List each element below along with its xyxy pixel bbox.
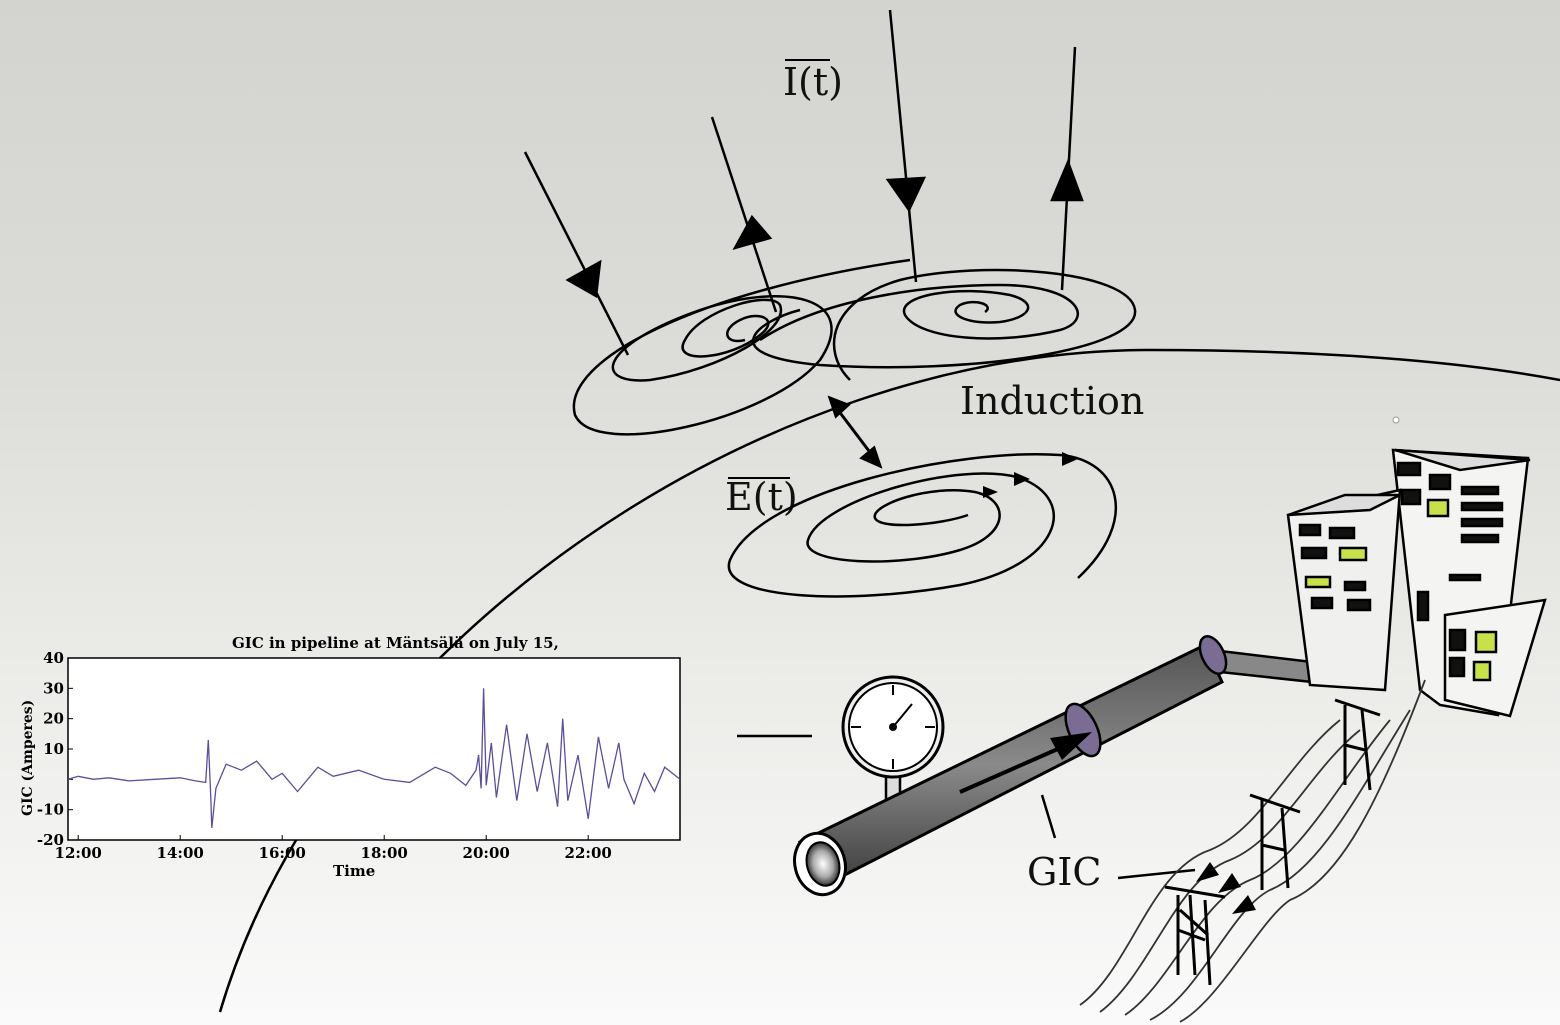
tower-far xyxy=(1334,698,1381,791)
current-spirals xyxy=(572,258,1137,436)
field-lines xyxy=(523,9,1084,356)
right-spiral xyxy=(752,268,1137,381)
x-tick-label: 16:00 xyxy=(259,844,306,862)
y-tick-label: 10 xyxy=(43,740,64,758)
left-spiral xyxy=(572,258,911,436)
x-tick-label: 12:00 xyxy=(55,844,102,862)
y-axis-label: GIC (Amperes) xyxy=(20,700,36,816)
induction-label: Induction xyxy=(960,379,1144,423)
power-lines xyxy=(1079,679,1426,1023)
buildings xyxy=(1286,448,1547,718)
y-tick-label: -10 xyxy=(37,801,64,819)
tower-middle xyxy=(1249,793,1301,890)
plot-area xyxy=(67,657,681,841)
e-field-arrows xyxy=(983,452,1078,498)
gic-flow-arrow xyxy=(959,746,1061,794)
x-tick-label: 14:00 xyxy=(157,844,204,862)
tower-near xyxy=(1164,885,1226,986)
x-ticks: 12:00 14:00 16:00 18:00 20:00 22:00 xyxy=(55,835,612,862)
induction-arrow xyxy=(827,395,883,469)
y-ticks: 40 30 20 10 -10 -20 xyxy=(37,649,73,849)
field-arrow-up-2 xyxy=(1050,158,1084,202)
pipeline xyxy=(793,635,1314,897)
pipe-coupling xyxy=(1198,635,1228,675)
gic-chart: GIC in pipeline at Mäntsälä on July 15, … xyxy=(20,634,681,880)
field-arrow-down-2 xyxy=(885,176,927,213)
x-tick-label: 20:00 xyxy=(463,844,510,862)
gic-label: GIC xyxy=(1027,850,1101,894)
y-tick-label: 30 xyxy=(43,679,64,697)
gic-pointer-pipe xyxy=(1040,794,1057,839)
x-tick-label: 18:00 xyxy=(361,844,408,862)
field-arrow-down-1 xyxy=(565,259,602,299)
gic-pointer-line xyxy=(1117,868,1196,880)
gic-arrows xyxy=(1196,862,1256,914)
x-axis-label: Time xyxy=(333,862,375,880)
gic-series-line xyxy=(67,688,681,828)
y-tick-label: 20 xyxy=(43,710,64,728)
transmission-towers xyxy=(1164,698,1381,986)
building-small xyxy=(1443,598,1547,718)
x-tick-label: 22:00 xyxy=(565,844,612,862)
chart-title: GIC in pipeline at Mäntsälä on July 15, xyxy=(232,634,559,652)
y-tick-label: 40 xyxy=(43,649,64,667)
field-label: E(t) xyxy=(725,475,798,519)
current-label: I(t) xyxy=(783,60,843,104)
y-tick-label: -20 xyxy=(37,831,64,849)
marker-dot xyxy=(1392,416,1400,424)
field-arrow-up-1 xyxy=(732,214,773,251)
